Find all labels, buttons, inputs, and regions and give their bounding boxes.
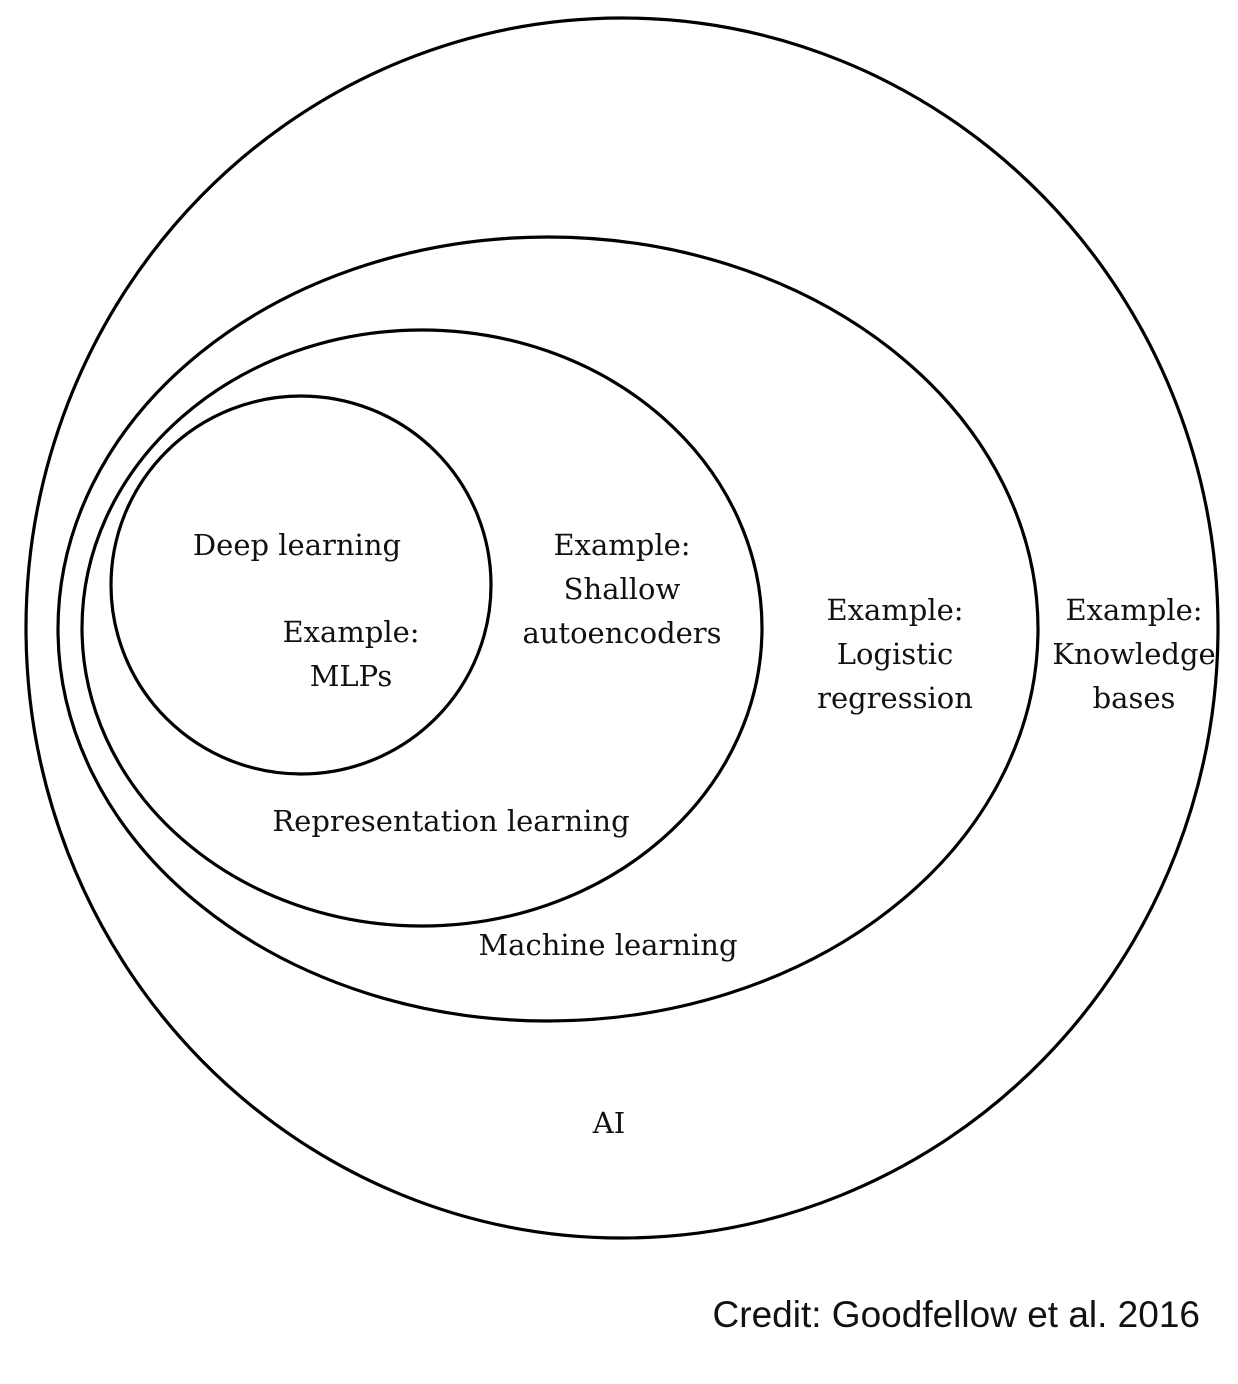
representation-learning-ellipse <box>80 328 764 928</box>
ai-example-value: Knowledge <box>1052 637 1215 671</box>
deep-learning-example-label: Example: <box>282 615 419 649</box>
machine-learning-example-label: Example: <box>826 593 963 627</box>
ai-example-label: Example: <box>1065 593 1202 627</box>
deep-learning-label: Deep learning <box>193 528 401 562</box>
ai-circle <box>24 16 1220 1240</box>
deep-learning-circle <box>109 394 493 776</box>
representation-learning-label: Representation learning <box>272 804 629 838</box>
ai-label: AI <box>592 1106 625 1140</box>
representation-learning-example-label: Example: <box>553 528 690 562</box>
machine-learning-ellipse <box>56 235 1040 1023</box>
machine-learning-label: Machine learning <box>478 928 737 962</box>
representation-learning-example-value: Shallow <box>564 572 681 606</box>
machine-learning-example-value: Logistic <box>837 637 954 671</box>
ai-example-value-2: bases <box>1093 681 1176 715</box>
deep-learning-example-value: MLPs <box>310 659 393 693</box>
machine-learning-example-value-2: regression <box>817 681 973 715</box>
credit-caption: Credit: Goodfellow et al. 2016 <box>712 1294 1200 1335</box>
representation-learning-example-value-2: autoencoders <box>522 616 721 650</box>
